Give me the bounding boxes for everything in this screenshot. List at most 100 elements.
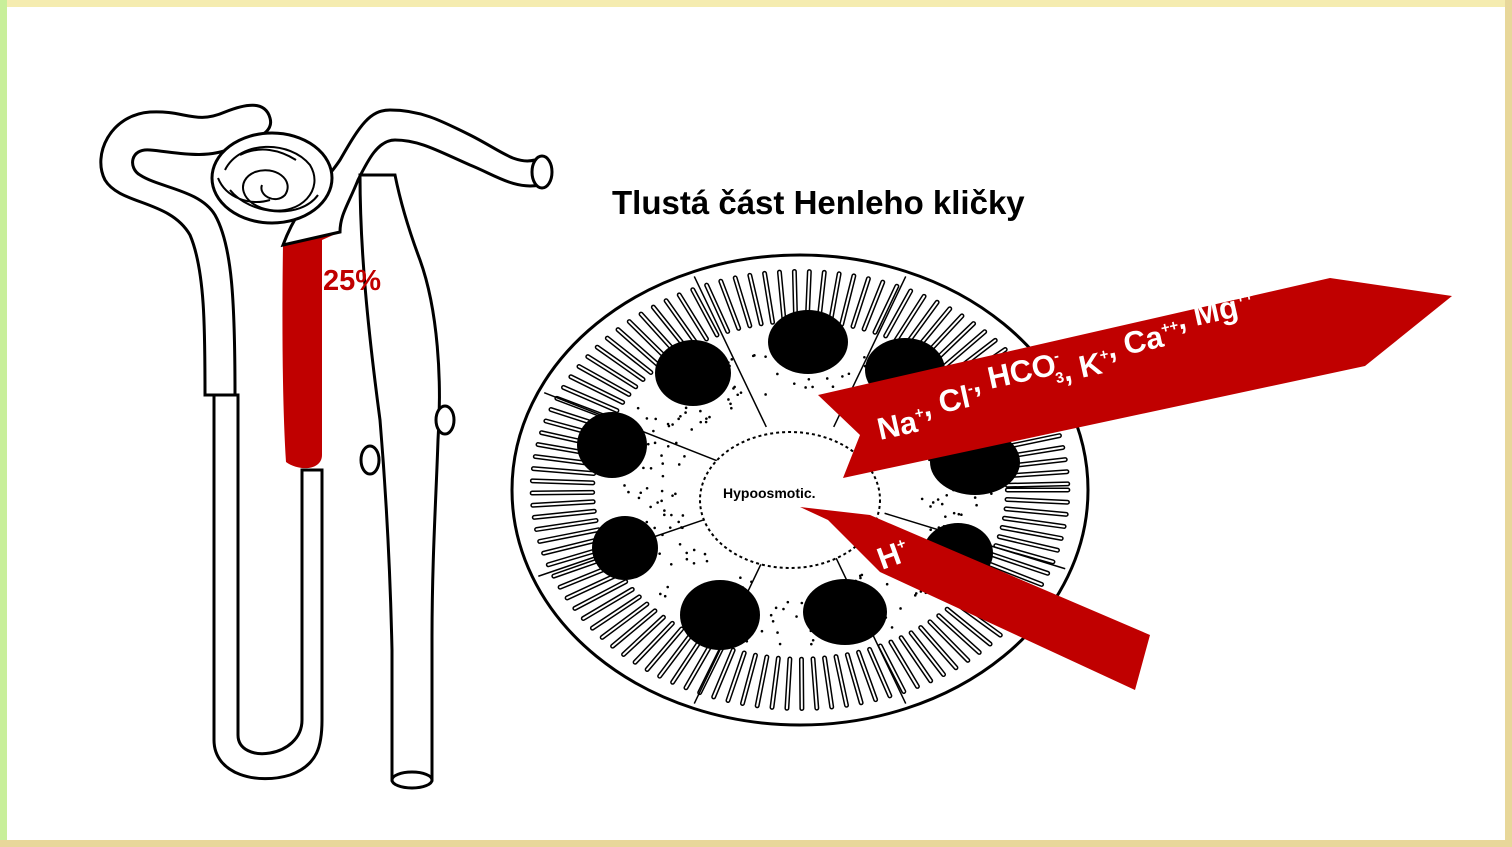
granule [816,597,819,600]
granule [751,604,754,607]
granule [728,365,731,368]
granule [661,462,664,465]
nucleus [768,310,848,374]
granule [822,635,825,638]
granule [713,389,716,392]
granule [904,357,907,360]
granule [705,417,708,420]
granule [670,563,673,566]
granule [667,423,670,426]
granule [649,506,652,509]
granule [611,521,614,524]
granule [795,339,798,342]
granule [670,514,673,517]
granule [980,459,983,462]
granule [716,380,719,383]
granule [677,418,680,421]
granule [623,484,626,487]
granule [631,436,634,439]
granule [854,580,857,583]
granule [733,386,736,389]
granule [700,619,703,622]
granule [961,542,964,545]
granule [679,543,682,546]
granule [960,513,963,516]
granule [952,456,955,459]
granule [730,624,733,627]
granule [730,407,733,410]
granule [704,553,707,556]
striation-inner [532,492,592,493]
side-branch-left [361,446,379,474]
granule [848,372,851,375]
granule [943,525,946,528]
granule [621,525,624,528]
granule [627,491,630,494]
granule [812,639,815,642]
granule [736,393,739,396]
granule [957,466,960,469]
granule [644,524,647,527]
granule [698,401,701,404]
granule [761,630,764,633]
granule [677,521,680,524]
granule [729,402,732,405]
granule [702,604,705,607]
granule [654,418,657,421]
granule [787,601,790,604]
granule [808,378,811,381]
granule [721,582,724,585]
granule [741,596,744,599]
granule [990,492,993,495]
granule [650,467,653,470]
granule [782,608,785,611]
granule [799,344,802,347]
granule [832,385,835,388]
granule [660,454,663,457]
granule [667,445,670,448]
granule [712,584,715,587]
granule [816,604,819,607]
granule [661,490,664,493]
granule [658,552,661,555]
granule [706,560,709,563]
nucleus [655,340,731,406]
granule [974,496,977,499]
granule [808,352,811,355]
granule [647,443,650,446]
granule [841,375,844,378]
granule [796,352,799,355]
granule [693,562,696,565]
granule [831,608,834,611]
granule [651,534,654,537]
granule [705,421,708,424]
granule [644,546,647,549]
granule [775,607,778,610]
granule [776,631,779,634]
granule [645,521,648,524]
granule [890,351,893,354]
granule [863,356,866,359]
granule [633,531,636,534]
side-branch-right [436,406,454,434]
granule [686,558,689,561]
granule [689,617,692,620]
granule [740,391,743,394]
granule [666,586,669,589]
granule [705,601,708,604]
granule [727,398,730,401]
granule [958,513,961,516]
granule [932,501,935,504]
granule [742,636,745,639]
granule [714,591,717,594]
granule [752,355,755,358]
nucleus [592,516,658,580]
granule [654,442,657,445]
granule [690,600,693,603]
granule [820,623,823,626]
granule [867,614,870,617]
granule [669,526,672,529]
granule [811,386,814,389]
granule [663,514,666,517]
